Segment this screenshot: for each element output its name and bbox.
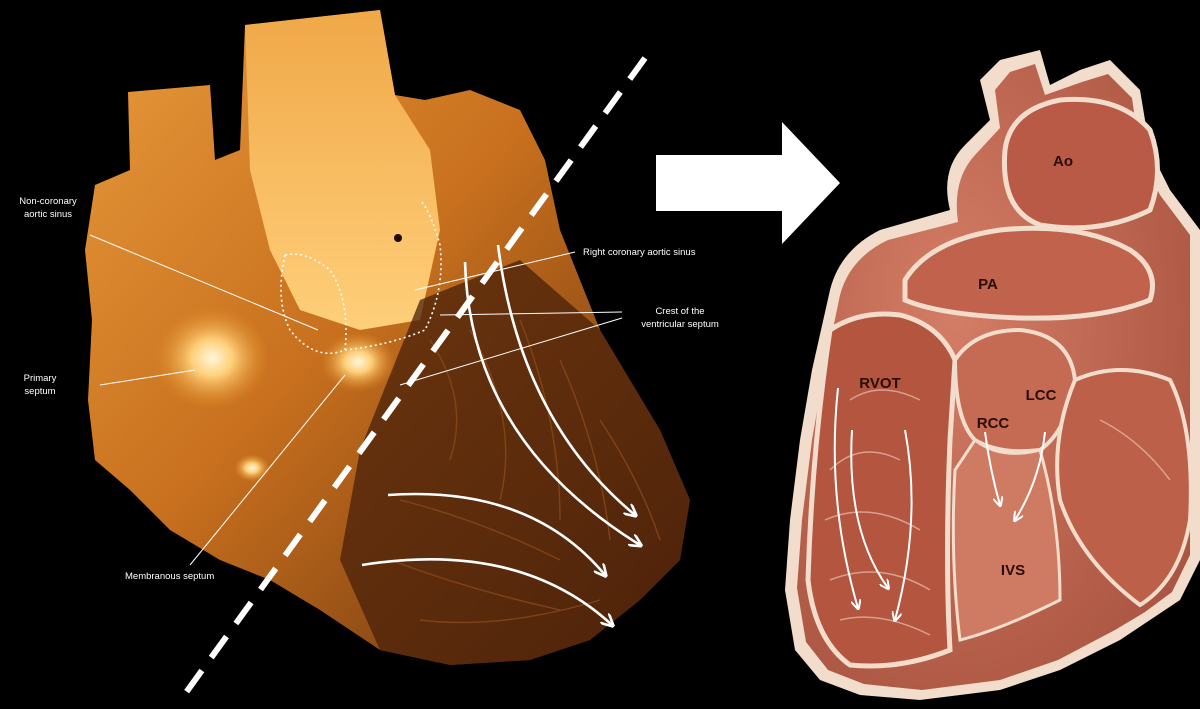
primary-septum-glow [154, 306, 270, 410]
aortic-root [245, 10, 440, 330]
aortic-root-illustration [952, 327, 1078, 454]
illustration-flow-arrows [833, 387, 1046, 620]
left-ventricle [1055, 368, 1193, 608]
illustration-arrow-2 [850, 429, 888, 588]
specimen-flow-arrows [361, 244, 640, 625]
label-rvot: RVOT [859, 375, 900, 392]
pulmonary-artery [902, 225, 1155, 321]
label-rcc: RCC [977, 415, 1010, 432]
label-primary-septum-line2: septum [24, 386, 55, 397]
specimen-arrow-3 [387, 492, 605, 575]
specimen-arrow-2 [496, 244, 635, 515]
heart-illustration: Ao PA RVOT RCC LCC IVS [785, 50, 1200, 700]
aorta [1001, 96, 1160, 231]
specimen-labels: Non-coronary aortic sinus Primary septum… [19, 196, 719, 582]
right-coronary-sinus-outline [344, 199, 442, 351]
trabecular-texture [389, 319, 661, 624]
label-crest-line1: Crest of the [655, 306, 704, 317]
label-lcc: LCC [1026, 387, 1057, 404]
label-right-coronary-aortic-sinus: Right coronary aortic sinus [583, 247, 696, 258]
label-non-coronary-line1: Non-coronary [19, 196, 77, 207]
label-ao: Ao [1053, 153, 1073, 170]
membranous-septum-glow [320, 332, 396, 392]
label-non-coronary-line2: aortic sinus [24, 209, 72, 220]
coronary-ostium [394, 234, 402, 242]
illustration-arrow-5 [1015, 431, 1046, 520]
interventricular-septum [951, 437, 1062, 642]
right-ventricle [805, 311, 958, 669]
illustration-arrow-3 [895, 429, 913, 620]
label-membranous-septum: Membranous septum [125, 571, 214, 582]
dashed-cut-line [179, 56, 648, 700]
small-glow [234, 454, 270, 482]
label-pa: PA [978, 276, 998, 293]
illustration-arrow-1 [833, 387, 858, 608]
illustration-trabeculae [824, 389, 1171, 636]
label-crest-line2: ventricular septum [641, 319, 719, 330]
transition-arrow-icon [656, 122, 840, 244]
label-primary-septum-line1: Primary [24, 373, 57, 384]
heart-specimen [85, 10, 690, 665]
specimen-arrow-4 [361, 558, 612, 625]
specimen-arrow-1 [463, 261, 640, 545]
illustration-arrow-4 [984, 431, 1000, 505]
label-ivs: IVS [1001, 562, 1025, 579]
